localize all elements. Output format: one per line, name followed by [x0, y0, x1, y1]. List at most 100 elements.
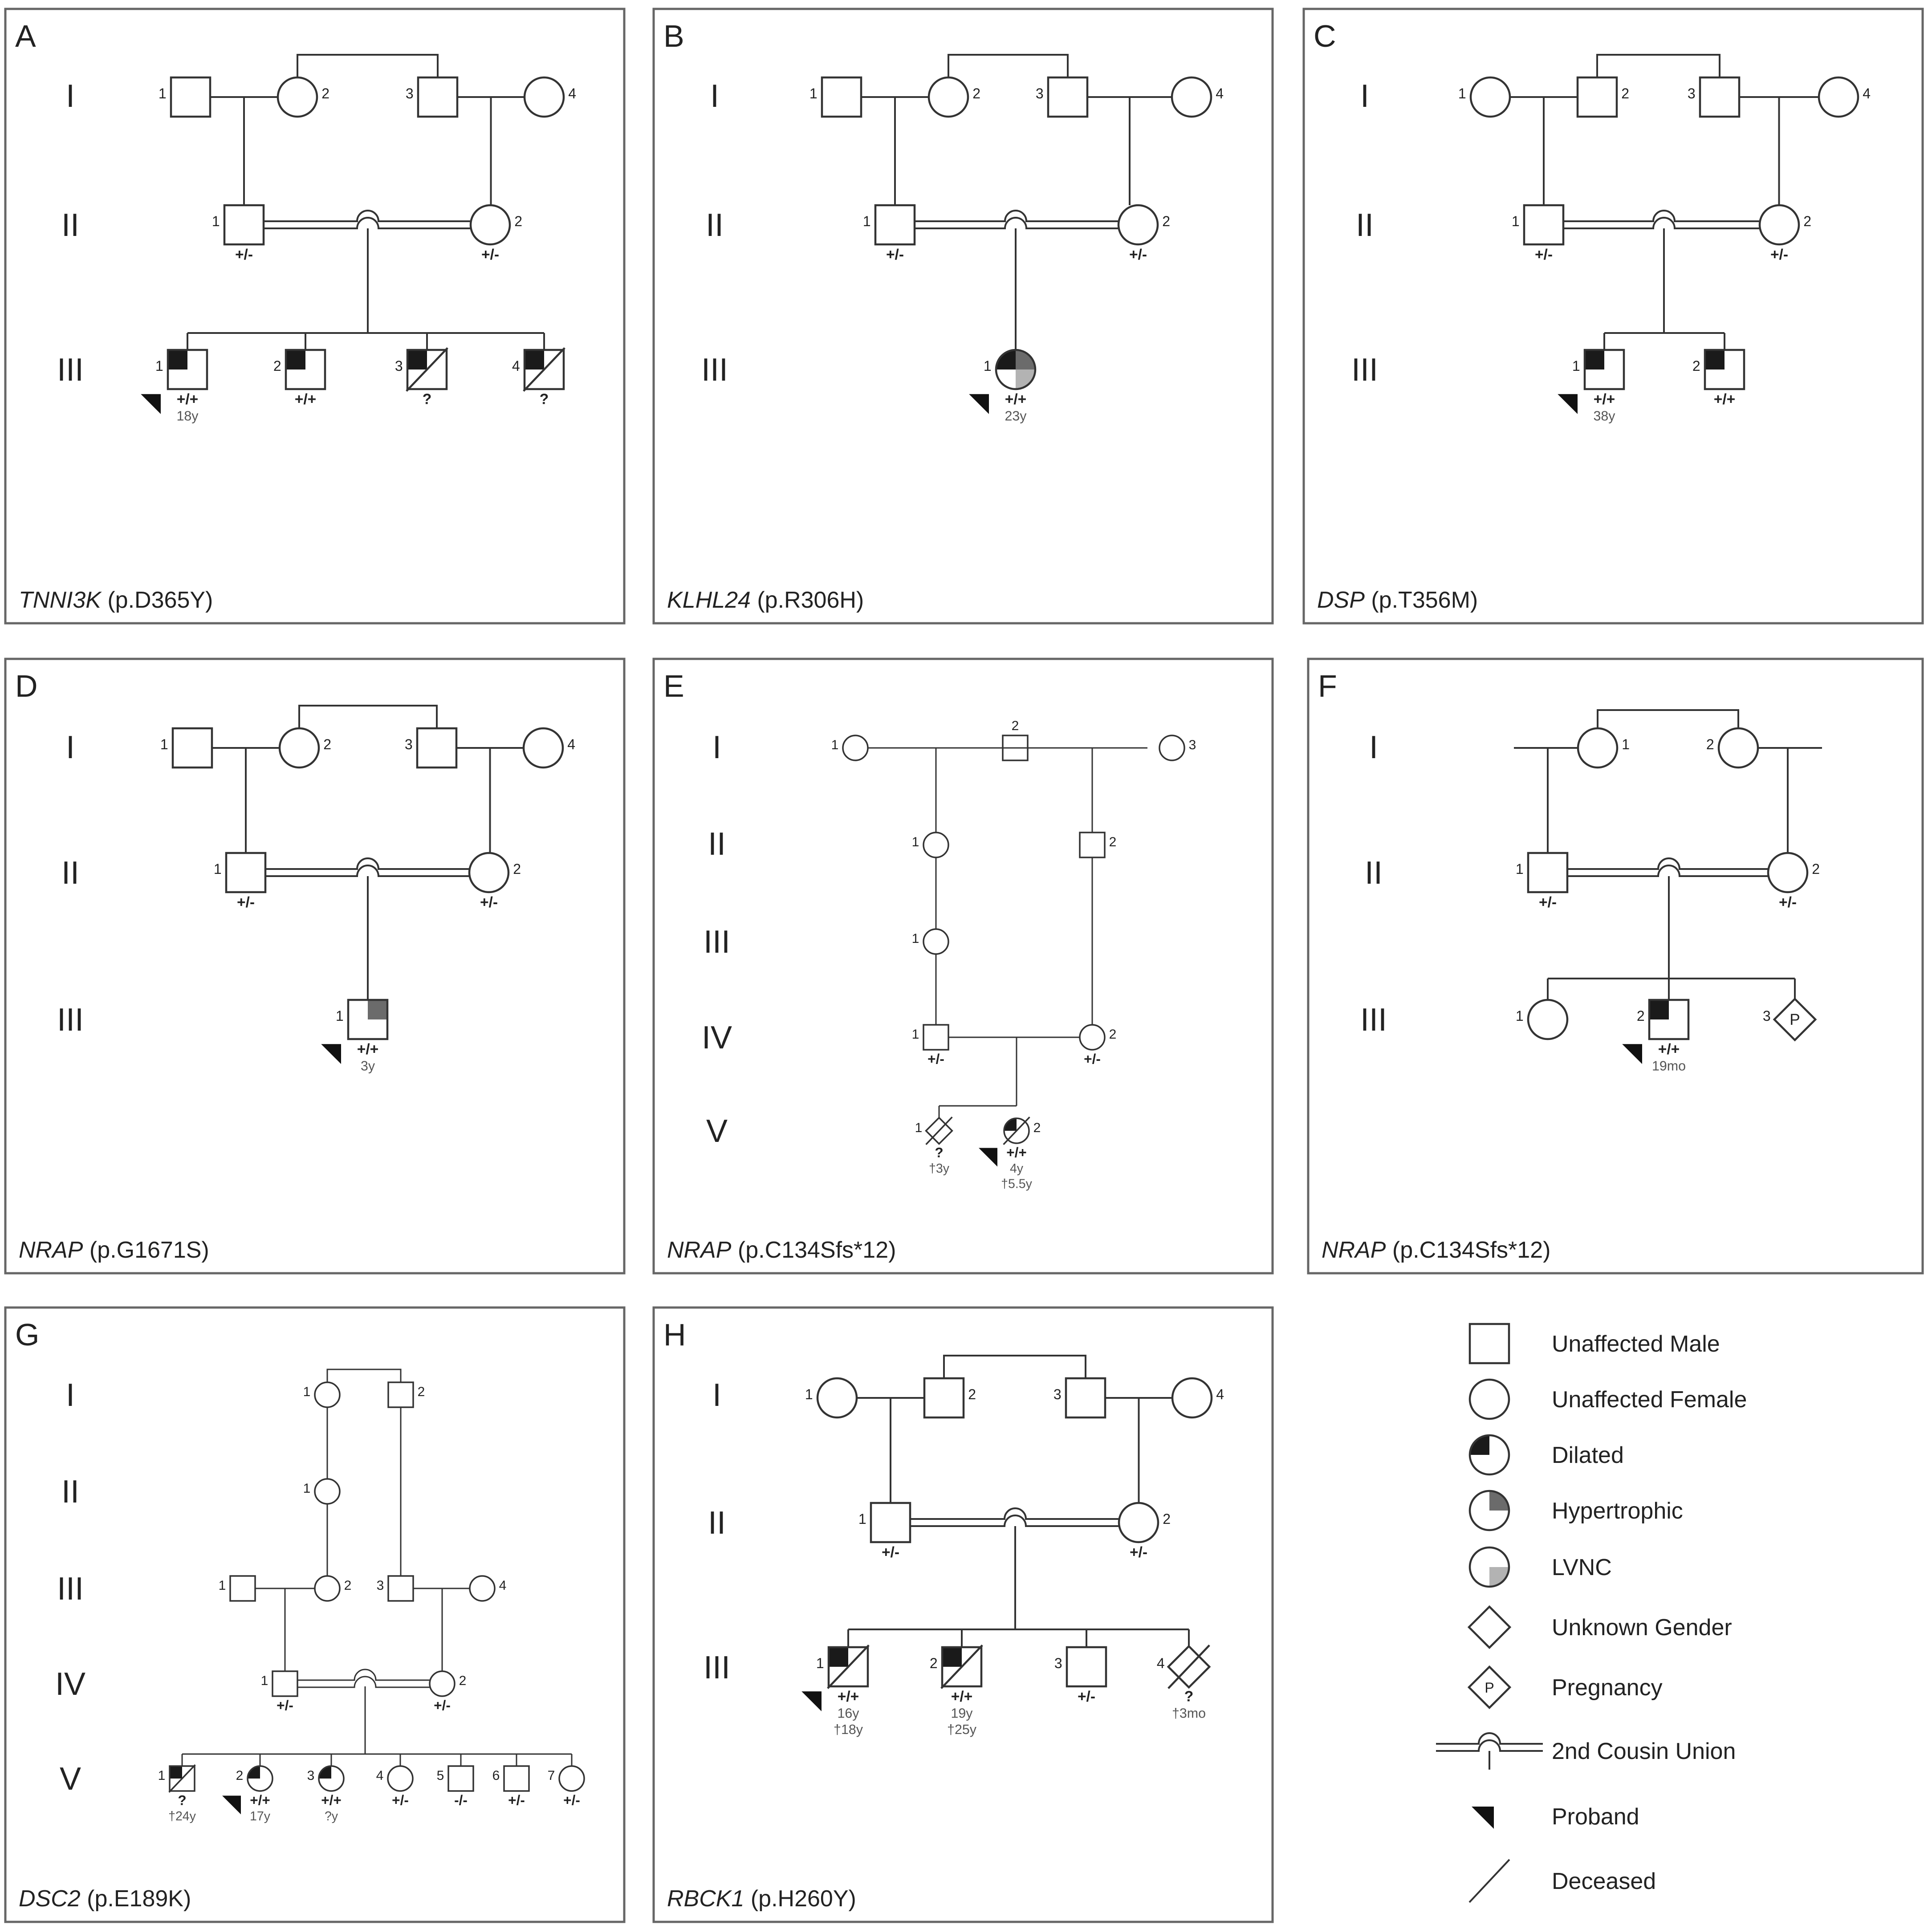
individual-number: 1 [805, 1386, 813, 1402]
male-symbol [827, 1646, 869, 1688]
individual-a-iii-4: 4? [512, 347, 565, 408]
genotype-label: -/- [454, 1792, 468, 1808]
phenotype-fill [407, 350, 427, 370]
male-symbol [523, 349, 565, 390]
individual-number: 2 [323, 736, 331, 752]
individual-number: 2 [1012, 719, 1019, 733]
male-symbol [1527, 852, 1569, 893]
individual-c-i-2: 2 [1576, 76, 1629, 118]
individual-number: 1 [915, 1121, 923, 1135]
individual-a-iii-2: 2+/+ [273, 349, 326, 408]
individual-number: 2 [1109, 1027, 1117, 1042]
individual-f-ii-1: 1+/- [1516, 852, 1569, 911]
individual-number: 1 [158, 1768, 166, 1783]
panel-caption: DSC2 (p.E189K) [19, 1886, 191, 1912]
age-at-death-label: †25y [947, 1722, 977, 1737]
generation-label: I [66, 78, 75, 114]
variant-name: (p.T356M) [1365, 587, 1478, 613]
age-label: 18y [177, 408, 199, 423]
genotype-label: +/- [1084, 1051, 1101, 1067]
female-symbol [816, 1377, 858, 1419]
panel-caption: RBCK1 (p.H260Y) [667, 1886, 856, 1912]
individual-f-ii-2: 2 +/- [1767, 852, 1820, 911]
female-symbol [1468, 1490, 1510, 1531]
age-at-death-label: †3mo [1172, 1706, 1206, 1721]
cousin-union-line [1563, 210, 1760, 229]
genotype-label: +/+ [321, 1792, 342, 1808]
gene-name: DSC2 [19, 1886, 81, 1912]
age-label: 16y [838, 1706, 860, 1721]
female-symbol [1577, 727, 1619, 769]
individual-number: 3 [1189, 738, 1196, 752]
generation-label: II [61, 207, 79, 243]
individual-d-i-1: 1 [160, 727, 213, 769]
deceased-slash [523, 347, 565, 392]
generation-label: III [704, 1650, 730, 1685]
generation-label: III [701, 352, 728, 388]
individual-number: 2 [972, 85, 980, 102]
individual-number: 3 [307, 1768, 315, 1783]
genotype-label: +/+ [1005, 391, 1027, 408]
phenotype-fill [248, 1766, 260, 1779]
individual-number: 2 [459, 1673, 467, 1688]
age-at-death-label: †24y [168, 1809, 196, 1823]
individual-h-iii-4: 4?†3mo [1157, 1645, 1211, 1721]
individual-number: 1 [303, 1481, 311, 1496]
deceased-slash [1003, 1116, 1030, 1145]
genotype-label: +/- [886, 247, 904, 263]
individual-h-iii-2: 2+/+19y†25y [930, 1645, 983, 1737]
generation-label: V [706, 1113, 728, 1149]
individual-f-iii-3: P3 [1763, 997, 1817, 1042]
individual-number: 1 [1622, 736, 1630, 752]
individual-c-i-3: 3 [1688, 76, 1741, 118]
generation-label: IV [702, 1020, 732, 1056]
legend-item-square: Unaffected Male [1468, 1323, 1720, 1365]
panel-caption: NRAP (p.G1671S) [19, 1237, 209, 1263]
genotype-label: +/- [1078, 1689, 1095, 1705]
gene-name: NRAP [19, 1237, 83, 1263]
cousin-union-line [915, 210, 1119, 229]
female-symbol [1818, 76, 1859, 118]
legend-label: LVNC [1552, 1555, 1612, 1580]
legend-label: Deceased [1552, 1868, 1656, 1894]
individual-number: 3 [406, 85, 414, 102]
phenotype-fill [170, 1766, 182, 1779]
male-symbol [1583, 349, 1625, 390]
female-symbol [1469, 76, 1511, 118]
male-symbol [941, 1646, 983, 1688]
genotype-label: +/- [1539, 894, 1557, 911]
female-symbol [1003, 1117, 1030, 1144]
generation-label: V [60, 1761, 81, 1797]
individual-number: 2 [1812, 861, 1820, 877]
individual-g-v-1: 1?†24y [158, 1764, 196, 1823]
female-symbol [277, 76, 318, 118]
male-symbol [821, 76, 862, 118]
panel-frame [1302, 8, 1924, 625]
individual-g-v-3: 3+/+?y [307, 1765, 345, 1823]
individual-c-ii-1: 1+/- [1512, 204, 1565, 263]
individual-h-iii-3: 3+/- [1054, 1646, 1107, 1705]
individual-b-ii-2: 2+/- [1117, 204, 1170, 263]
individual-number: 1 [912, 835, 919, 849]
individual-h-ii-1: 1+/- [858, 1502, 911, 1561]
individual-d-i-4: 4 [522, 727, 575, 769]
genotype-label: +/- [1779, 894, 1797, 911]
generation-label: II [1356, 207, 1374, 243]
male-symbol [923, 1377, 965, 1419]
individual-number: 1 [809, 85, 818, 102]
individual-c-i-1: 1 [1458, 76, 1511, 118]
female-symbol [1117, 204, 1159, 246]
panel-letter: E [663, 669, 684, 703]
individual-d-iii-1: 1+/+3y [321, 999, 389, 1073]
individual-a-iii-3: 3? [395, 347, 448, 408]
individual-d-ii-1: 1+/- [214, 852, 267, 911]
individual-number: 2 [236, 1768, 244, 1783]
male-symbol [503, 1765, 530, 1792]
male-symbol [171, 727, 213, 769]
individual-g-v-7: 7+/- [548, 1765, 585, 1808]
individual-number: 2 [930, 1655, 938, 1671]
female-symbol [468, 852, 510, 893]
genotype-label: +/- [927, 1051, 944, 1067]
